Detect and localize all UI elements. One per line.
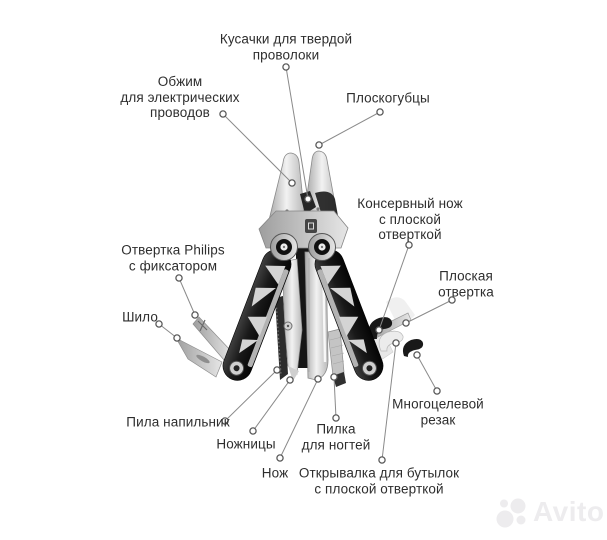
awl-blade — [175, 337, 223, 378]
multi-cutter-hook — [402, 339, 424, 357]
label-wire-cutters: Кусачки для твердой проволоки — [219, 31, 353, 63]
callout-phillips — [175, 274, 199, 319]
callouts — [155, 63, 456, 464]
avito-watermark: Avito — [496, 495, 604, 529]
right-handle — [314, 249, 384, 381]
left-pivot-screw — [270, 233, 298, 261]
callout-knife — [276, 375, 322, 462]
callout-flat-screwdriver — [402, 296, 456, 327]
callout-multi-cutter — [413, 351, 441, 395]
callout-wire-crimper — [219, 110, 296, 187]
callout-pliers — [315, 108, 384, 149]
callout-bottle-opener — [378, 339, 400, 464]
label-awl: Шило — [122, 309, 158, 325]
callout-scissors — [249, 376, 294, 435]
label-can-opener: Консервный нож с плоской отверткой — [357, 195, 463, 242]
callout-nail-file — [330, 373, 340, 422]
watermark-text: Avito — [533, 496, 605, 527]
scissors-blade — [281, 258, 303, 381]
saw-blade — [275, 296, 288, 380]
label-nail-file: Пилка для ногтей — [301, 421, 371, 453]
callout-awl — [155, 320, 181, 342]
label-knife: Нож — [261, 465, 289, 481]
label-saw-file: Пила напильник — [126, 414, 230, 430]
label-flat-screwdriver: Плоская отвертка — [438, 268, 494, 300]
label-multi-cutter: Многоцелевой резак — [392, 396, 484, 428]
phillips-cross-tip — [197, 319, 208, 332]
callout-saw-file — [221, 366, 281, 425]
label-scissors: Ножницы — [216, 436, 276, 452]
label-bottle-opener: Открывалка для бутылок с плоской отвертк… — [298, 465, 460, 497]
avito-logo-icon — [496, 498, 526, 528]
label-pliers: Плоскогубцы — [346, 90, 430, 106]
label-wire-crimper: Обжим для электрических проводов — [120, 73, 240, 120]
pliers-head — [258, 150, 349, 261]
label-phillips-screwdriver: Отвертка Philips с фиксатором — [121, 242, 225, 274]
left-handle — [222, 249, 292, 381]
bottle-opener-hook — [378, 330, 404, 352]
brand-badge — [305, 219, 317, 233]
right-pivot-screw — [308, 233, 336, 261]
callout-wire-cutters — [282, 63, 312, 203]
callout-can-opener — [375, 241, 413, 334]
